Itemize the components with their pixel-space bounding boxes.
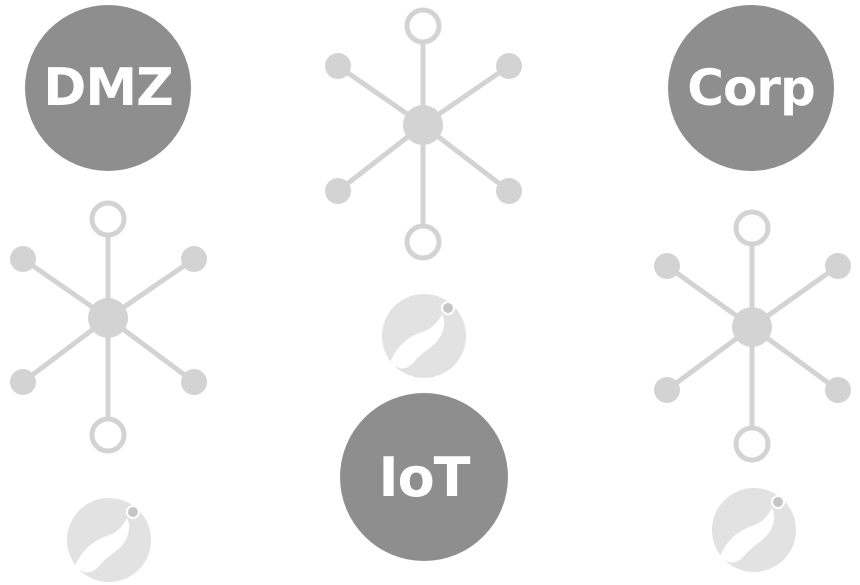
zone-badge-iot: IoT: [340, 393, 508, 561]
network-hub-icon: [654, 209, 851, 463]
zone-badge-dmz: DMZ: [25, 5, 191, 171]
zone-label-dmz: DMZ: [43, 58, 174, 118]
network-hub-icon: [10, 200, 207, 454]
zone-badge-corp: Corp: [668, 5, 834, 171]
bird-logo-icon: [382, 294, 466, 378]
bird-logo-icon: [712, 488, 796, 572]
bird-logo-icon: [67, 498, 151, 582]
zone-label-corp: Corp: [687, 59, 815, 117]
network-hub-icon: [325, 7, 522, 261]
zone-label-iot: IoT: [378, 445, 470, 509]
